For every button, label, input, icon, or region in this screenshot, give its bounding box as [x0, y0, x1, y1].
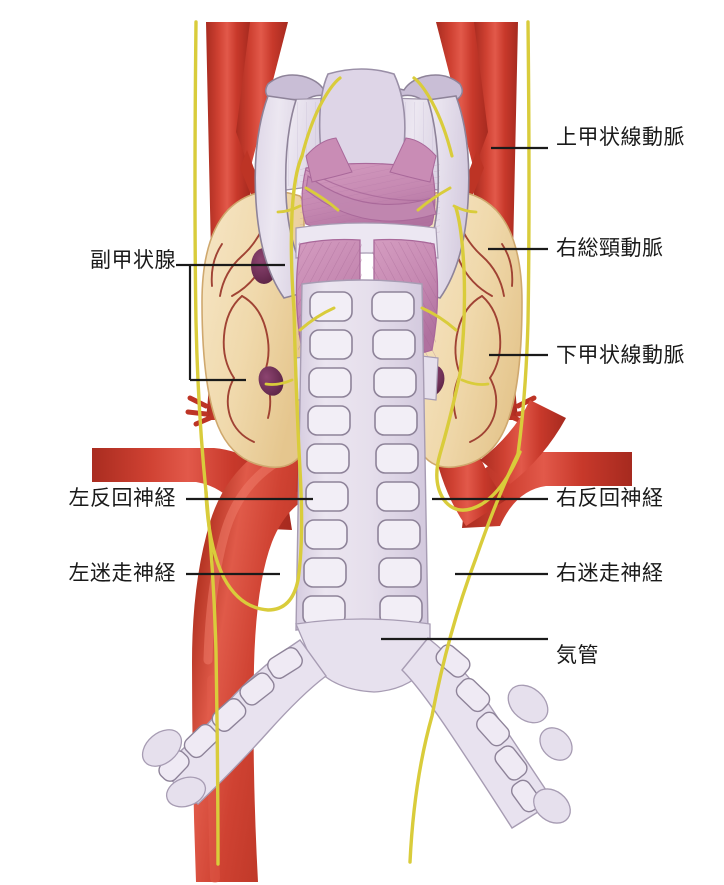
parathyroid-gland-inferior-left: [258, 366, 284, 396]
internal-laryngeal-branch-right: [416, 186, 452, 212]
superior-laryngeal-nerve-left: [300, 76, 342, 158]
label-left-vagus-nerve: 左迷走神経: [68, 561, 176, 585]
external-laryngeal-branch-left: [276, 204, 302, 214]
nerve-branch-left-lower: [264, 378, 294, 386]
leader-lines: [176, 146, 548, 641]
label-superior-thyroid-artery: 上甲状線動脈: [556, 125, 685, 149]
nerve-branch-right-lower: [460, 378, 490, 386]
left-carotid-branch: [236, 22, 288, 170]
right-vagus-nerve: [516, 20, 531, 456]
lobar-bronchus-buds: [141, 684, 573, 824]
left-recurrent-laryngeal-nerve: [204, 308, 304, 612]
label-right-vagus-nerve: 右迷走神経: [556, 561, 664, 585]
left-vagus-nerve: [193, 20, 220, 866]
tracheal-cartilage-rings: [302, 291, 423, 626]
label-inferior-thyroid-artery: 下甲状線動脈: [556, 343, 685, 367]
nerve-system: [193, 20, 531, 866]
right-vagus-descending: [408, 452, 520, 864]
recurrent-branch-to-muscle-right: [420, 306, 458, 332]
label-trachea: 気管: [556, 643, 599, 667]
superior-laryngeal-nerve-right: [412, 76, 454, 158]
label-right-common-carotid-artery: 右総頸動脈: [556, 236, 664, 260]
internal-laryngeal-branch-left: [304, 186, 340, 212]
recurrent-branch-to-muscle-left: [298, 306, 336, 332]
external-laryngeal-branch-right: [452, 204, 478, 214]
right-recurrent-laryngeal-ascending: [454, 206, 467, 376]
aortic-arch-highlight: [203, 447, 301, 665]
label-left-recurrent-laryngeal-nerve: 左反回神経: [68, 486, 176, 510]
thyroarytenoid-left-upper: [305, 137, 353, 183]
thyroarytenoid-right-upper: [389, 137, 437, 183]
right-carotid-origin: [480, 400, 566, 484]
bronchial-cartilage-rings: [158, 644, 542, 813]
aortic-arch: [192, 423, 374, 882]
label-parathyroid-glands: 副甲状腺: [90, 248, 176, 272]
right-carotid-branch: [436, 22, 488, 170]
left-recurrent-laryngeal-ascending: [289, 154, 304, 312]
label-right-recurrent-laryngeal-nerve: 右反回神経: [556, 486, 664, 510]
